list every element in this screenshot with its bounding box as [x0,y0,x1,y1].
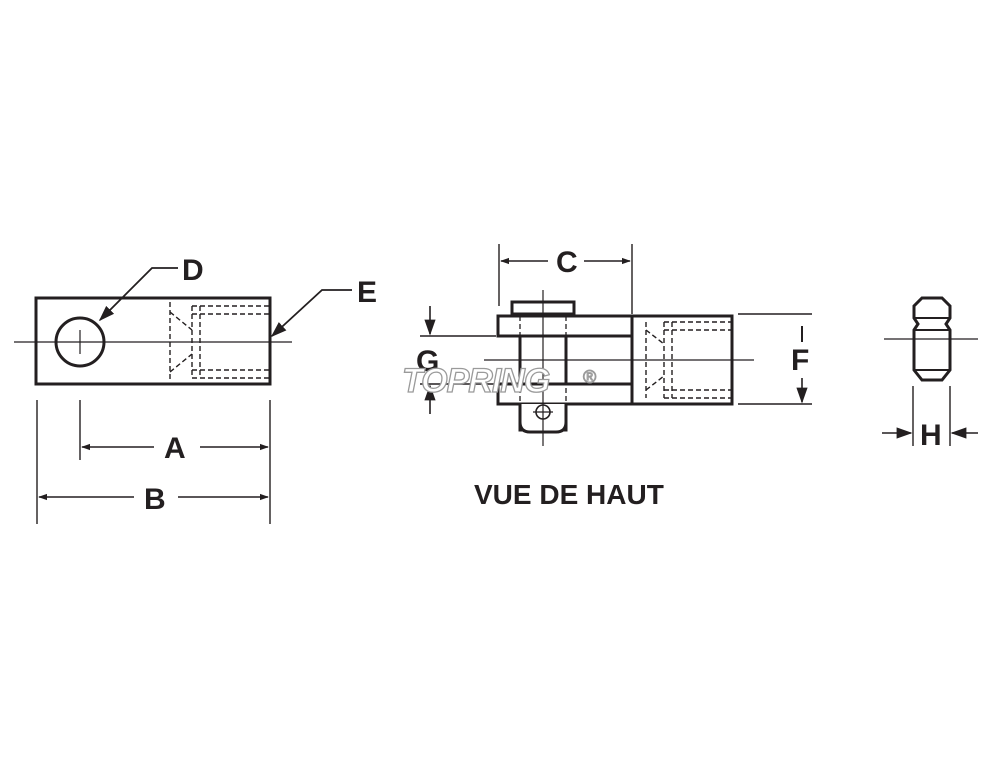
label-g: G [416,345,439,378]
label-c: C [556,246,578,279]
view-caption: VUE DE HAUT [474,479,664,510]
leader-d [98,267,178,322]
label-b: B [144,483,166,516]
label-d: D [182,254,204,287]
side-view [14,267,352,524]
label-f: F [791,344,809,377]
hex-nut [912,296,952,382]
hidden-thread-side [169,302,270,380]
topring-watermark: TOPRING ® [401,361,596,400]
label-a: A [164,432,186,465]
hidden-thread-top [645,321,732,399]
top-view [420,244,812,446]
leader-e [270,289,352,338]
end-view [882,296,978,446]
watermark-registered: ® [583,367,596,387]
label-h: H [920,419,942,452]
watermark-text: TOPRING [402,362,550,400]
label-e: E [357,276,377,309]
clevis-body-side [34,296,272,386]
